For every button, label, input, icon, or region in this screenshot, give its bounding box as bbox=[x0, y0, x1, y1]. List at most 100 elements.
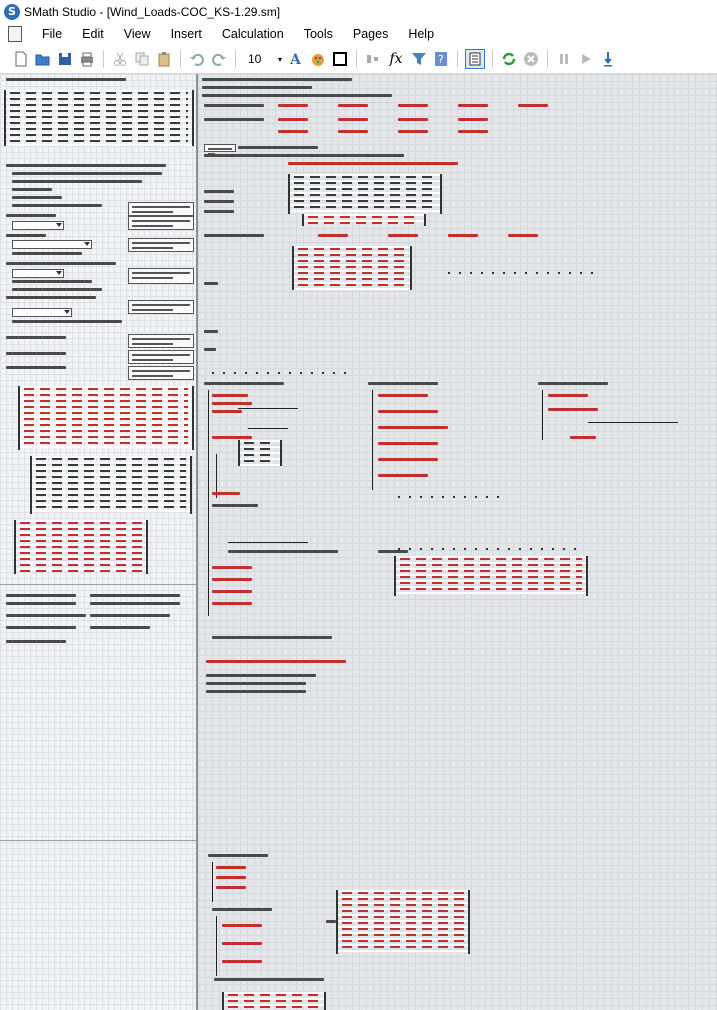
pause-icon[interactable] bbox=[555, 50, 573, 68]
function-def bbox=[368, 382, 438, 385]
results-table-4 bbox=[14, 520, 148, 574]
expression bbox=[214, 978, 324, 981]
text-line bbox=[12, 252, 82, 255]
expression bbox=[202, 94, 392, 97]
dropdown-control[interactable] bbox=[12, 221, 64, 230]
program-line bbox=[212, 636, 332, 639]
program-line bbox=[212, 566, 252, 569]
menu-insert[interactable]: Insert bbox=[170, 27, 202, 41]
dropdown-control[interactable] bbox=[12, 240, 92, 249]
window-title: SMath Studio - [Wind_Loads-COC_KS-1.29.s… bbox=[24, 4, 281, 19]
help-icon[interactable]: ? bbox=[432, 50, 450, 68]
program-block bbox=[208, 390, 209, 616]
dropdown-control[interactable] bbox=[12, 308, 72, 317]
fraction-bar bbox=[238, 408, 298, 409]
worksheet-area[interactable] bbox=[0, 74, 717, 1010]
menu-edit[interactable]: Edit bbox=[82, 27, 104, 41]
pane-splitter[interactable] bbox=[196, 74, 198, 1010]
program-line bbox=[548, 408, 598, 411]
text-line bbox=[6, 614, 86, 617]
function-def bbox=[538, 382, 608, 385]
expression bbox=[204, 118, 264, 121]
fill-color-icon[interactable] bbox=[309, 50, 327, 68]
menu-file[interactable]: File bbox=[42, 27, 63, 41]
menu-tools[interactable]: Tools bbox=[303, 27, 333, 41]
function-def bbox=[212, 908, 272, 911]
play-icon[interactable] bbox=[577, 50, 595, 68]
print-icon[interactable] bbox=[78, 50, 96, 68]
undo-icon[interactable] bbox=[188, 50, 206, 68]
reference-box bbox=[128, 366, 194, 380]
debug-step-icon[interactable] bbox=[599, 50, 617, 68]
reference-box bbox=[128, 238, 194, 252]
expression bbox=[204, 330, 218, 333]
recalculate-icon[interactable] bbox=[500, 50, 518, 68]
dropdown-control[interactable] bbox=[12, 269, 64, 278]
copy-icon[interactable] bbox=[133, 50, 151, 68]
text-line bbox=[6, 594, 76, 597]
svg-text:?: ? bbox=[438, 53, 444, 66]
program-line bbox=[212, 402, 252, 405]
expression bbox=[204, 104, 264, 107]
result-value bbox=[448, 234, 478, 237]
program-line bbox=[212, 578, 252, 581]
results-table-2 bbox=[18, 386, 194, 450]
filter-icon[interactable] bbox=[410, 50, 428, 68]
document-icon[interactable] bbox=[8, 26, 22, 42]
text-line bbox=[12, 180, 142, 183]
program-line bbox=[216, 876, 246, 879]
results-table-3 bbox=[30, 456, 192, 514]
result-value bbox=[398, 104, 428, 107]
title-bar: S SMath Studio - [Wind_Loads-COC_KS-1.29… bbox=[0, 0, 717, 23]
fraction-bar bbox=[228, 542, 308, 543]
stop-icon[interactable] bbox=[522, 50, 540, 68]
result-value bbox=[518, 104, 548, 107]
toolbar: 10 ▾ A fx ? bbox=[0, 45, 717, 74]
result-value bbox=[458, 118, 488, 121]
text-line bbox=[6, 602, 76, 605]
open-icon[interactable] bbox=[34, 50, 52, 68]
reference-box bbox=[128, 334, 194, 348]
expression bbox=[208, 854, 268, 857]
program-line bbox=[548, 394, 588, 397]
expression bbox=[204, 200, 234, 203]
text-line bbox=[6, 214, 56, 217]
svg-text:A: A bbox=[289, 52, 302, 67]
worksheet-canvas[interactable] bbox=[198, 74, 717, 1010]
text-line bbox=[6, 626, 76, 629]
menu-help[interactable]: Help bbox=[408, 27, 435, 41]
results-table-1 bbox=[4, 90, 194, 146]
expression bbox=[206, 660, 346, 663]
result-value bbox=[278, 104, 308, 107]
result-value bbox=[338, 130, 368, 133]
result-value bbox=[508, 234, 538, 237]
menu-view[interactable]: View bbox=[123, 27, 151, 41]
paste-icon[interactable] bbox=[155, 50, 173, 68]
page-view-icon[interactable] bbox=[465, 49, 485, 69]
page-overview-pane[interactable] bbox=[0, 74, 196, 1010]
program-line bbox=[378, 442, 438, 445]
label-box bbox=[204, 144, 236, 155]
function-icon[interactable]: fx bbox=[389, 51, 403, 67]
font-color-icon[interactable]: A bbox=[287, 50, 305, 68]
program-line bbox=[222, 942, 262, 945]
text-line bbox=[6, 234, 46, 237]
result-value bbox=[278, 118, 308, 121]
new-icon[interactable] bbox=[12, 50, 30, 68]
align-icon[interactable] bbox=[364, 50, 382, 68]
program-block bbox=[216, 454, 217, 498]
font-size-select[interactable]: 10 ▾ bbox=[245, 49, 285, 69]
reference-box bbox=[128, 216, 194, 230]
program-line bbox=[212, 394, 248, 397]
border-icon[interactable] bbox=[331, 50, 349, 68]
chevron-down-icon: ▾ bbox=[277, 54, 282, 64]
program-line bbox=[378, 410, 438, 413]
menu-pages[interactable]: Pages bbox=[352, 27, 389, 41]
save-icon[interactable] bbox=[56, 50, 74, 68]
cut-icon[interactable] bbox=[111, 50, 129, 68]
menu-calculation[interactable]: Calculation bbox=[221, 27, 284, 41]
result-value bbox=[398, 118, 428, 121]
result-value bbox=[338, 118, 368, 121]
redo-icon[interactable] bbox=[210, 50, 228, 68]
dot-series bbox=[398, 548, 578, 550]
